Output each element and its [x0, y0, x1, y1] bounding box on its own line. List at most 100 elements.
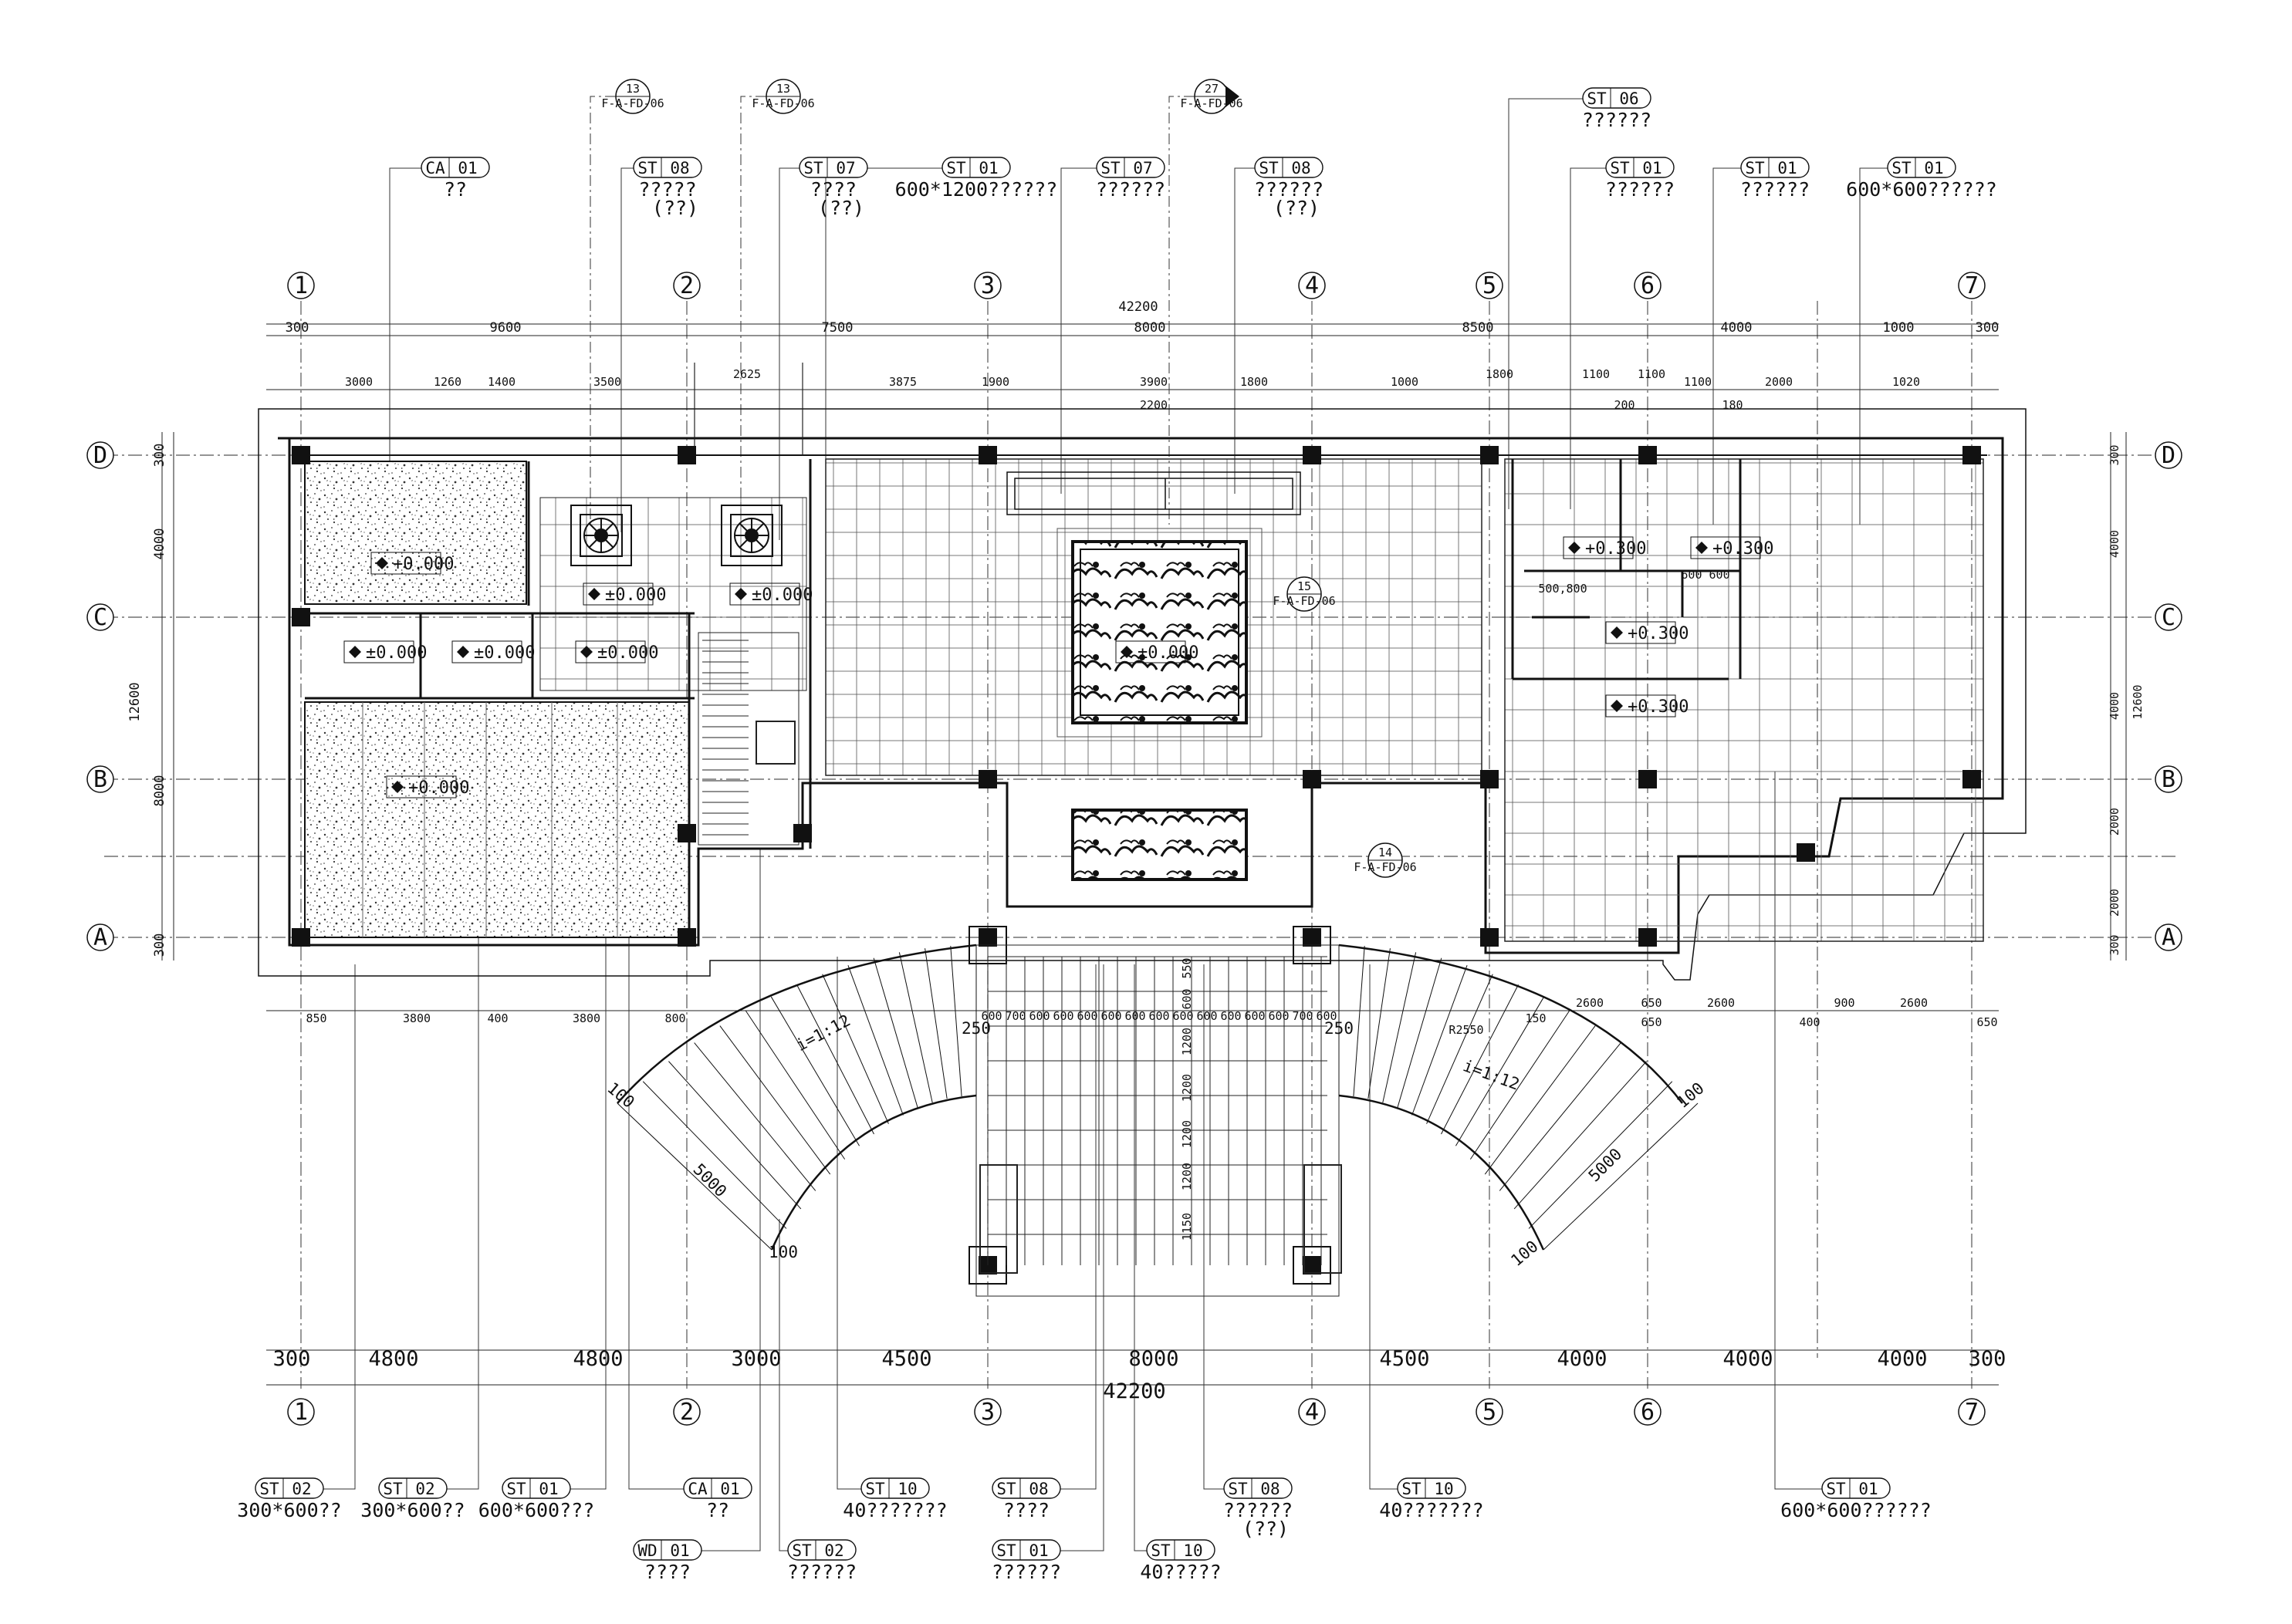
callout-note-2: (??) — [1242, 1518, 1289, 1540]
ramp-segment — [694, 1042, 816, 1191]
callout-number: 10 — [1434, 1480, 1453, 1498]
axis-label: 2 — [680, 272, 694, 299]
callout-note: ?????? — [1740, 178, 1810, 201]
dim-top-row2: 2625 — [733, 367, 761, 381]
axis-label: 6 — [1641, 272, 1655, 299]
leader-line — [779, 167, 799, 540]
ramp-segment — [1543, 1102, 1699, 1251]
ramp-segment — [1397, 957, 1442, 1109]
dim-right: 300 — [2108, 934, 2121, 955]
dim-mid: 400 — [487, 1011, 508, 1025]
callout-code: CA — [688, 1480, 708, 1498]
callout-note-2: (??) — [818, 197, 864, 219]
dim-top-row2: 3000 — [345, 375, 373, 389]
dim-mid-right: 400 — [1799, 1015, 1820, 1029]
callout-number: 01 — [979, 159, 998, 177]
callout-number: 07 — [1133, 159, 1152, 177]
ramp-segment — [873, 957, 918, 1109]
callout-number: 08 — [1291, 159, 1310, 177]
ramp-segment — [745, 1010, 846, 1160]
callout-number: 01 — [1029, 1541, 1048, 1560]
callout-note: 40??????? — [843, 1499, 947, 1521]
ramp-segment — [1455, 996, 1545, 1146]
stair-width-dim: 600 — [1053, 1009, 1073, 1023]
dim-mid-right: 650 — [1641, 1015, 1662, 1029]
axis-label: C — [2162, 604, 2175, 631]
section-markers: 13F-A-FD-0613F-A-FD-0627F-A-FD-0615F-A-F… — [601, 79, 1417, 878]
callout-code: ST — [1228, 1480, 1248, 1498]
stair-width-dim: 700 — [1292, 1009, 1313, 1023]
callout-note: ?????? — [1096, 178, 1165, 201]
room-terrazzo-lower — [304, 701, 690, 938]
section-marker-27: 27F-A-FD-06 — [1180, 79, 1243, 114]
axis-label: A — [93, 924, 107, 951]
column — [1962, 446, 1981, 464]
callout-note: ?????? — [787, 1561, 857, 1583]
column — [1638, 446, 1657, 464]
interior-walls — [305, 459, 1742, 937]
stair-width-dim: 600 — [1148, 1009, 1169, 1023]
callout-note: ?????? — [1254, 178, 1323, 201]
dim-bottom: 8000 — [1128, 1347, 1178, 1371]
curved-ramp-right — [1338, 944, 1699, 1251]
level-value: ±0.000 — [597, 643, 658, 663]
stair-width-dim: 700 — [1005, 1009, 1026, 1023]
dim-top-row2: 3900 — [1140, 375, 1168, 389]
ceiling-medallion-right — [721, 505, 783, 566]
stair-width-dim: 600 — [1124, 1009, 1145, 1023]
column — [1303, 928, 1321, 947]
column-base — [1293, 1246, 1331, 1285]
callout-code: ST — [1610, 159, 1630, 177]
callout-note: 600*1200?????? — [895, 178, 1058, 201]
dim-top-row1: 8000 — [1134, 320, 1166, 336]
small-note: 600 600 — [1681, 568, 1729, 582]
callout-number: 01 — [1777, 159, 1797, 177]
callout-code: ST — [1745, 159, 1765, 177]
axis-label: A — [2162, 924, 2175, 951]
callout-number: 07 — [836, 159, 855, 177]
dim-mid: 3800 — [403, 1011, 431, 1025]
column — [1303, 1256, 1321, 1275]
level-mark: ±0.000 — [729, 582, 813, 606]
dim-right-total: 12600 — [2131, 684, 2145, 719]
ramp-segment — [1499, 1042, 1621, 1191]
ramp-label: i=1:12 — [793, 1011, 854, 1055]
ramp-label: 5000 — [690, 1160, 731, 1201]
callout-code: ST — [259, 1480, 279, 1498]
stair-width-dim: 600 — [1196, 1009, 1217, 1023]
stair-width-dim: 600 — [1268, 1009, 1289, 1023]
level-mark: ±0.000 — [451, 640, 535, 663]
carpet-medallion-large — [1071, 540, 1248, 724]
axis-bubble-5: 5 — [1476, 272, 1503, 299]
callout-note: ???? — [644, 1561, 691, 1583]
stair-depth-dim: 1200 — [1180, 1028, 1194, 1055]
column — [1638, 928, 1657, 947]
ramp-label: 100 — [1673, 1079, 1707, 1112]
ramp-segment — [1469, 1010, 1570, 1160]
callout-note: 40??????? — [1379, 1499, 1483, 1521]
section-cut-line — [1168, 96, 1195, 525]
axis-label: B — [2162, 766, 2175, 793]
callout-note: 600*600?????? — [1846, 178, 1997, 201]
leader-line — [628, 872, 684, 1490]
dim-bottom: 4000 — [1722, 1347, 1773, 1371]
axis-bubble-7: 7 — [1958, 272, 1986, 299]
dim-mid-right: 2600 — [1576, 996, 1604, 1010]
callout-number: 01 — [670, 1541, 689, 1560]
dim-left: 300 — [152, 444, 167, 468]
stair-width-dim: 600 — [1077, 1009, 1097, 1023]
stair-depth-dim: 600 — [1180, 988, 1194, 1009]
callout-note: 300*600?? — [237, 1499, 341, 1521]
dim-top-row1: 9600 — [490, 320, 522, 336]
leader-line — [1203, 964, 1224, 1490]
dim-right: 4000 — [2108, 530, 2121, 558]
leader-line — [1060, 964, 1097, 1490]
axis-bubble-D: D — [2155, 441, 2182, 469]
dim-top-row2: 200 — [1614, 398, 1634, 412]
axis-bubble-6: 6 — [1634, 272, 1662, 299]
callout-number: 02 — [292, 1480, 311, 1498]
stair-depth-dim: 1200 — [1180, 1163, 1194, 1190]
